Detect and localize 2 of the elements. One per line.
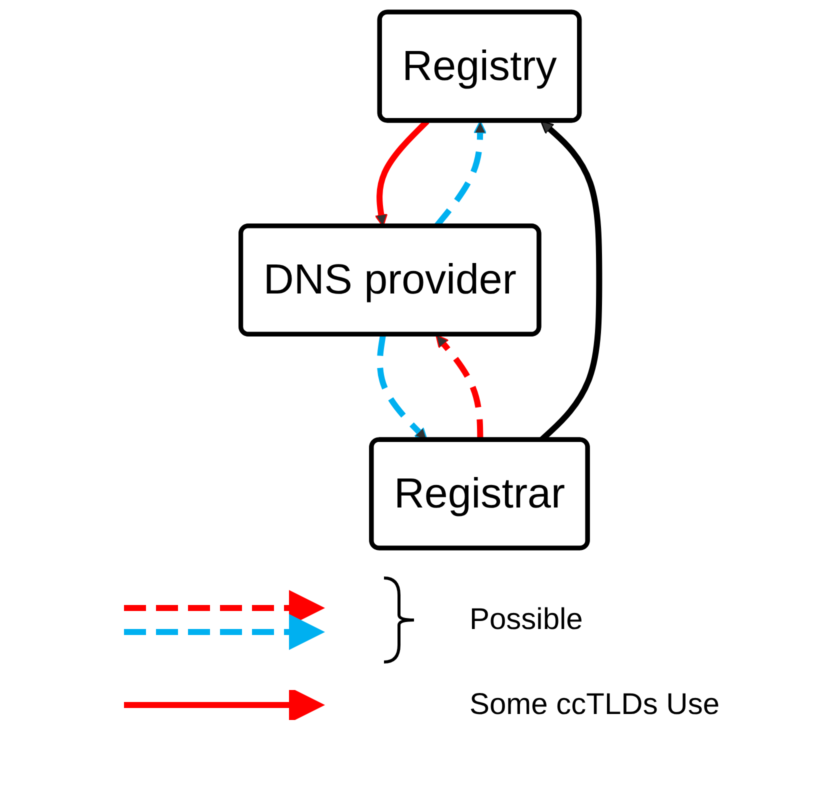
- legend-text: Possible: [469, 603, 583, 637]
- legend-text: Some ccTLDs Use: [469, 688, 720, 722]
